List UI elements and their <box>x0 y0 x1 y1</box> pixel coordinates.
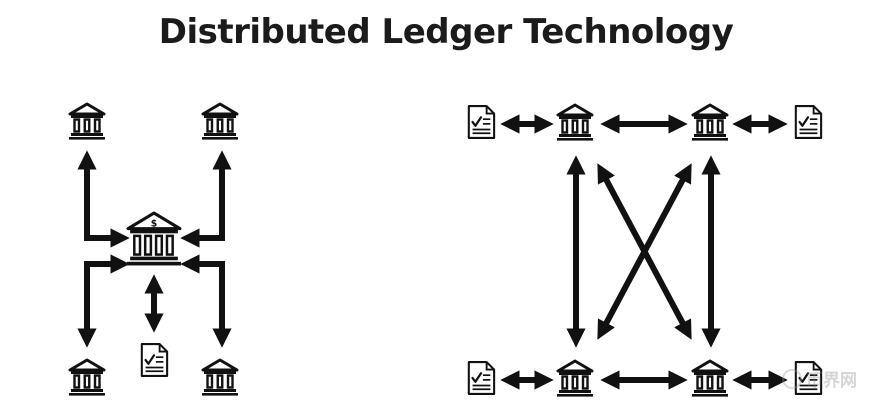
bank-icon-bottom-left <box>556 359 594 397</box>
doc-icon-top-left <box>467 104 496 140</box>
watermark-logo-icon <box>782 368 802 389</box>
bank-icon-bottom-left <box>68 358 106 396</box>
arrow-central-to-bottom-right <box>180 254 232 348</box>
doc-icon-bottom-left <box>467 360 496 396</box>
bank-icon-top-left <box>556 103 594 141</box>
page-title: Distributed Ledger Technology <box>158 12 734 52</box>
watermark: 币界网 <box>782 366 857 391</box>
bank-icon-top-left <box>68 102 106 140</box>
arrow-top-right-to-central <box>180 150 232 248</box>
bank-icon-bottom-right <box>691 359 729 397</box>
watermark-text: 币界网 <box>806 371 857 391</box>
arrow-central-to-bottom-left <box>77 254 130 348</box>
bank-icon-top-right <box>201 102 239 140</box>
arrow-diagonal-up-right <box>597 163 692 340</box>
bank-icon-bottom-right <box>201 358 239 396</box>
ledger-document-icon <box>140 342 169 378</box>
right-panel <box>467 103 823 397</box>
doc-icon-top-right <box>794 104 823 140</box>
central-bank-icon <box>126 211 182 267</box>
arrow-top-left-to-central <box>77 150 130 248</box>
left-panel <box>68 102 239 396</box>
bank-icon-top-right <box>691 103 729 141</box>
